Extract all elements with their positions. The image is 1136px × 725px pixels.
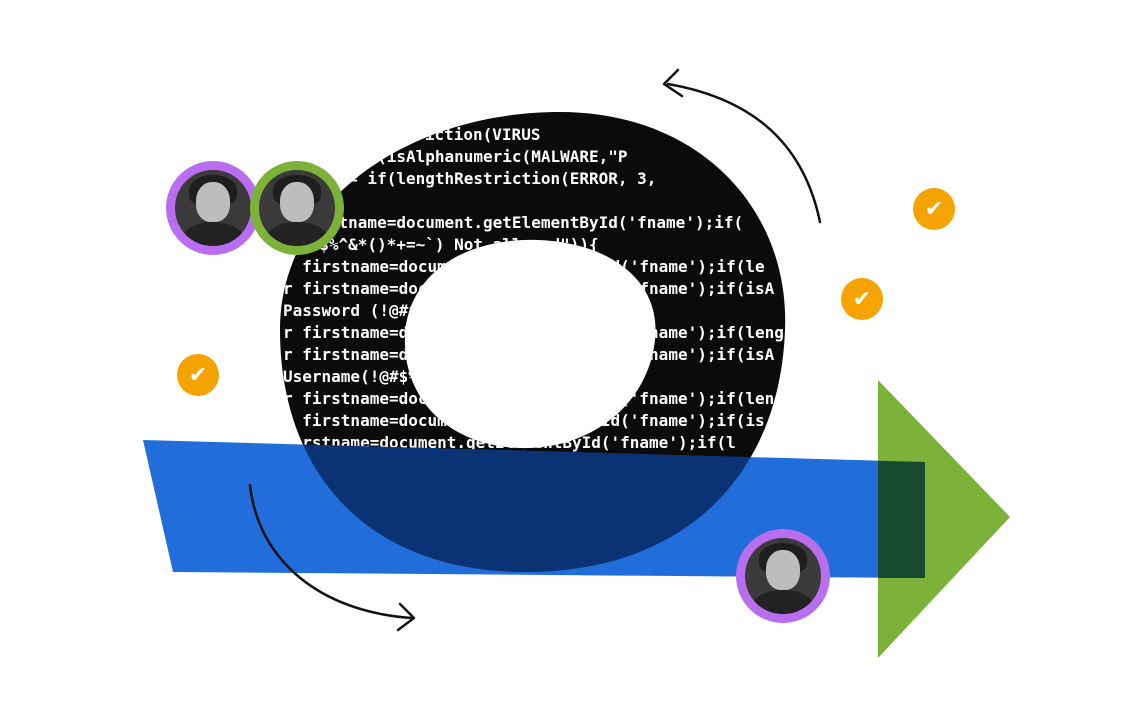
avatar-man: [250, 161, 344, 255]
check-icon: ✔: [913, 188, 955, 230]
code-line: name= if(isAlphanumeric(MALWARE,"P: [300, 147, 628, 166]
code-line: r firstname=document.getElementById('fna…: [283, 345, 775, 364]
code-line: Username(!@#$%^&*()) Not allowed")){: [283, 367, 630, 386]
code-line: r firstname=document.getElementById('fna…: [283, 257, 765, 276]
code-line: firstname=document.getElementById('fname…: [300, 213, 743, 232]
code-line: if(lengthRestriction(VIRUS: [290, 125, 540, 144]
check-glyph: ✔: [924, 196, 944, 222]
code-line: r firstname=document.getElementById('fna…: [283, 389, 774, 408]
curved-arrow-bottom-head: [396, 602, 416, 632]
green-arrow-head: [878, 380, 1010, 658]
band-arrow-overlap: [878, 461, 925, 578]
code-line: r firstname=document.getElementById('fna…: [283, 279, 775, 298]
code-line: @#$%^&*()*+=~`) Not allowed")){: [300, 235, 599, 254]
check-glyph: ✔: [852, 286, 872, 312]
avatar-woman-glasses: [736, 529, 830, 623]
code-line: Password (!@#$%^&*()) Not allowed")){: [283, 301, 639, 320]
code-line: r firstname=document.getElementById('fna…: [283, 411, 765, 430]
avatar-photo: [259, 170, 335, 246]
check-glyph: ✔: [188, 362, 208, 388]
check-icon: ✔: [841, 278, 883, 320]
curved-arrow-top: [666, 82, 822, 224]
avatar-woman-smiling: [166, 161, 260, 255]
avatar-photo: [745, 538, 821, 614]
check-icon: ✔: [177, 354, 219, 396]
code-line: ename= if(lengthRestriction(ERROR, 3,: [300, 169, 656, 188]
curved-arrow-top-head: [662, 68, 684, 98]
code-line: r firstname=document.getElementById('fna…: [283, 323, 784, 342]
curved-arrow-bottom: [248, 483, 414, 620]
avatar-photo: [175, 170, 251, 246]
